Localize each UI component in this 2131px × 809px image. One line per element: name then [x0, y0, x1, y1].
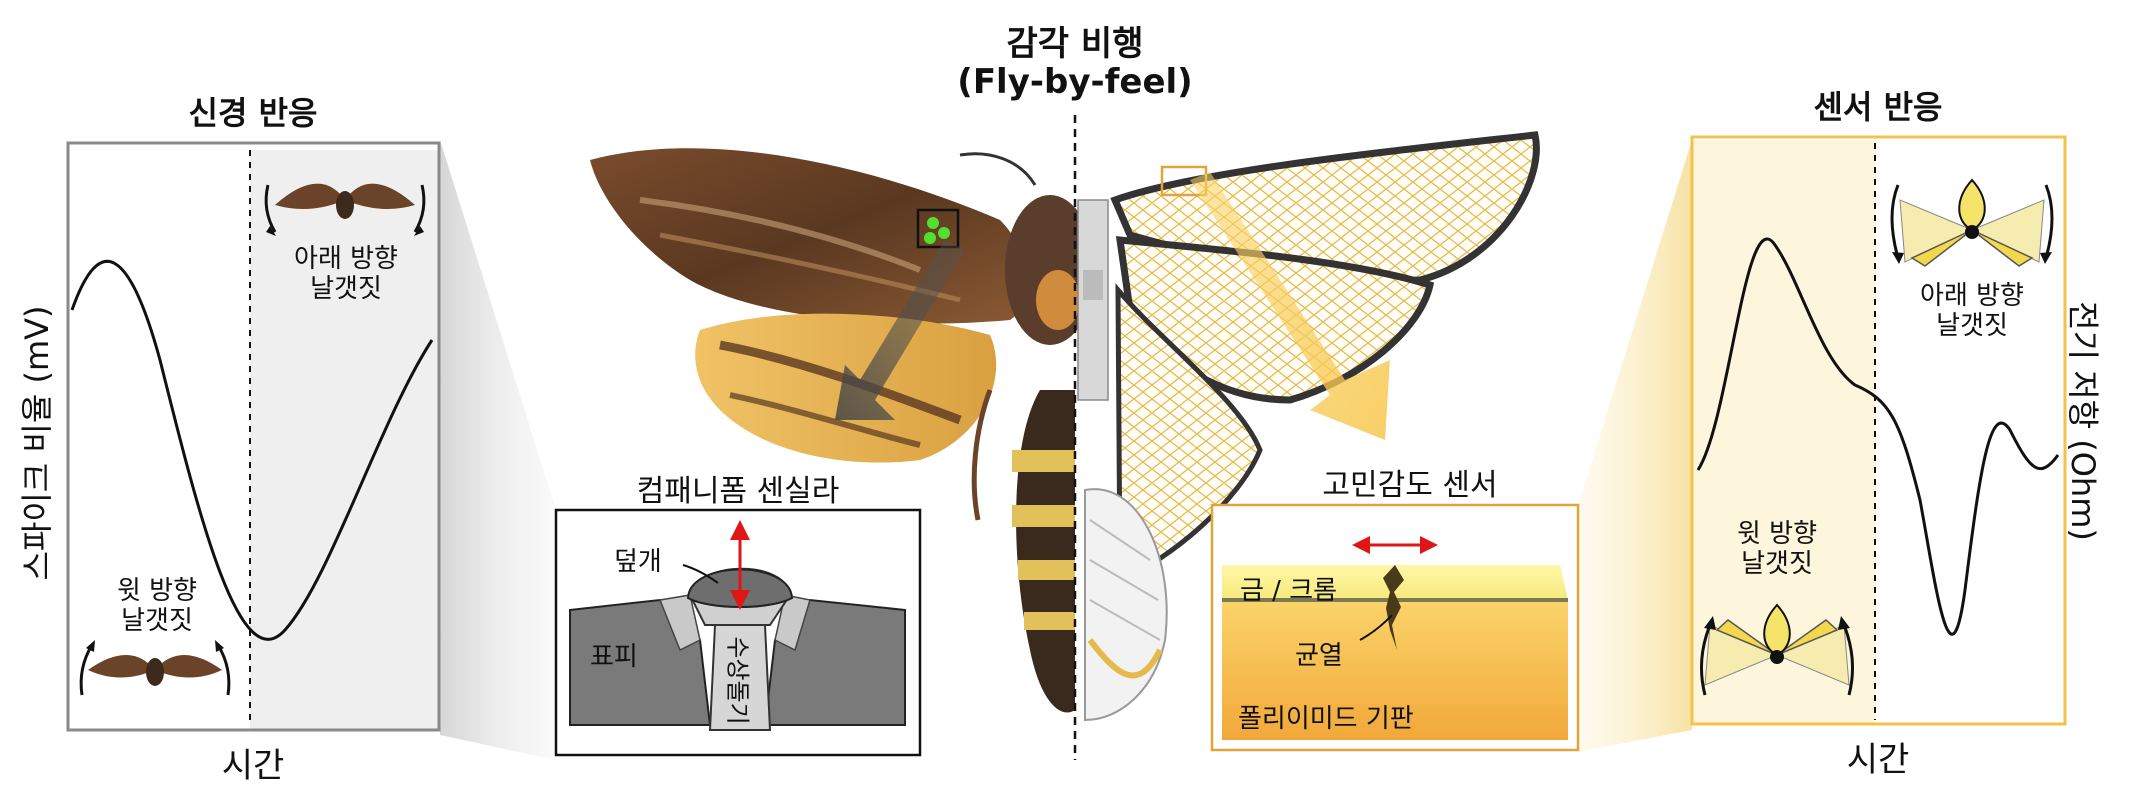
sensor-crack-label: 균열	[1295, 641, 1343, 671]
right-upstroke-sensor-icon	[1700, 603, 1854, 696]
dendrite-shape	[708, 624, 772, 731]
left-upstroke-label: 윗 방향 날갯짓	[116, 576, 198, 636]
left-x-axis-label: 시간	[221, 746, 285, 786]
right-panel-title: 센서 반응	[1813, 88, 1943, 126]
left-panel-title: 신경 반응	[188, 94, 318, 132]
sensilla-projection-arrow	[835, 240, 965, 420]
center-title: 감각 비행	[1006, 24, 1144, 64]
right-graph-frame	[1690, 135, 2067, 726]
moth-abdomen	[1016, 390, 1075, 713]
left-upstroke-moth-icon	[79, 640, 231, 696]
left-graph-shade	[250, 150, 439, 730]
right-x-axis-label: 시간	[1846, 740, 1910, 780]
center-subtitle: (Fly-by-feel)	[957, 62, 1193, 102]
sensor-metal-label: 금 / 크롬	[1240, 576, 1338, 606]
right-funnel	[1578, 140, 1692, 752]
right-downstroke-sensor-icon	[1890, 178, 2054, 267]
right-upstroke-label: 윗 방향 날갯짓	[1736, 519, 1818, 579]
left-funnel	[440, 140, 556, 760]
sensilla-inset	[554, 508, 922, 757]
sensilla-dot	[927, 217, 939, 229]
sensilla-dot	[924, 232, 936, 244]
sensor-inset-title: 고민감도 센서	[1322, 468, 1498, 503]
sensilla-dot	[938, 227, 950, 239]
right-downstroke-label: 아래 방향 날갯짓	[1920, 281, 2024, 341]
sensilla-cap-label: 덮개	[614, 547, 662, 577]
right-sensor-graph	[1690, 135, 2067, 726]
polyimide-layer	[1222, 600, 1568, 740]
sensor-inset	[1210, 503, 1580, 752]
sensilla-marker-box	[916, 208, 960, 249]
sensilla-dendrite-label: 수상돌기	[723, 636, 752, 725]
sensor-projection-arrow	[1190, 172, 1390, 440]
left-graph-frame	[66, 141, 441, 732]
right-y-axis-label: 전기 저항 (Ohm)	[2064, 301, 2102, 541]
sensor-substrate-label: 폴리이미드 기판	[1238, 704, 1414, 734]
sensilla-inset-title: 컴패니폼 센실라	[636, 474, 840, 509]
robotic-wing	[1077, 131, 1540, 722]
left-y-axis-label: 스파이크 비율 (mV)	[18, 305, 56, 581]
left-neural-graph	[66, 141, 441, 732]
left-spike-curve	[70, 260, 434, 641]
left-downstroke-label: 아래 방향 날갯짓	[294, 244, 398, 304]
robot-lower-wing	[1115, 283, 1263, 584]
sensilla-cuticle-label: 표피	[590, 642, 638, 672]
left-downstroke-moth-icon	[264, 183, 426, 236]
right-resistance-curve	[1696, 237, 2060, 636]
crack-shape	[1383, 565, 1404, 650]
